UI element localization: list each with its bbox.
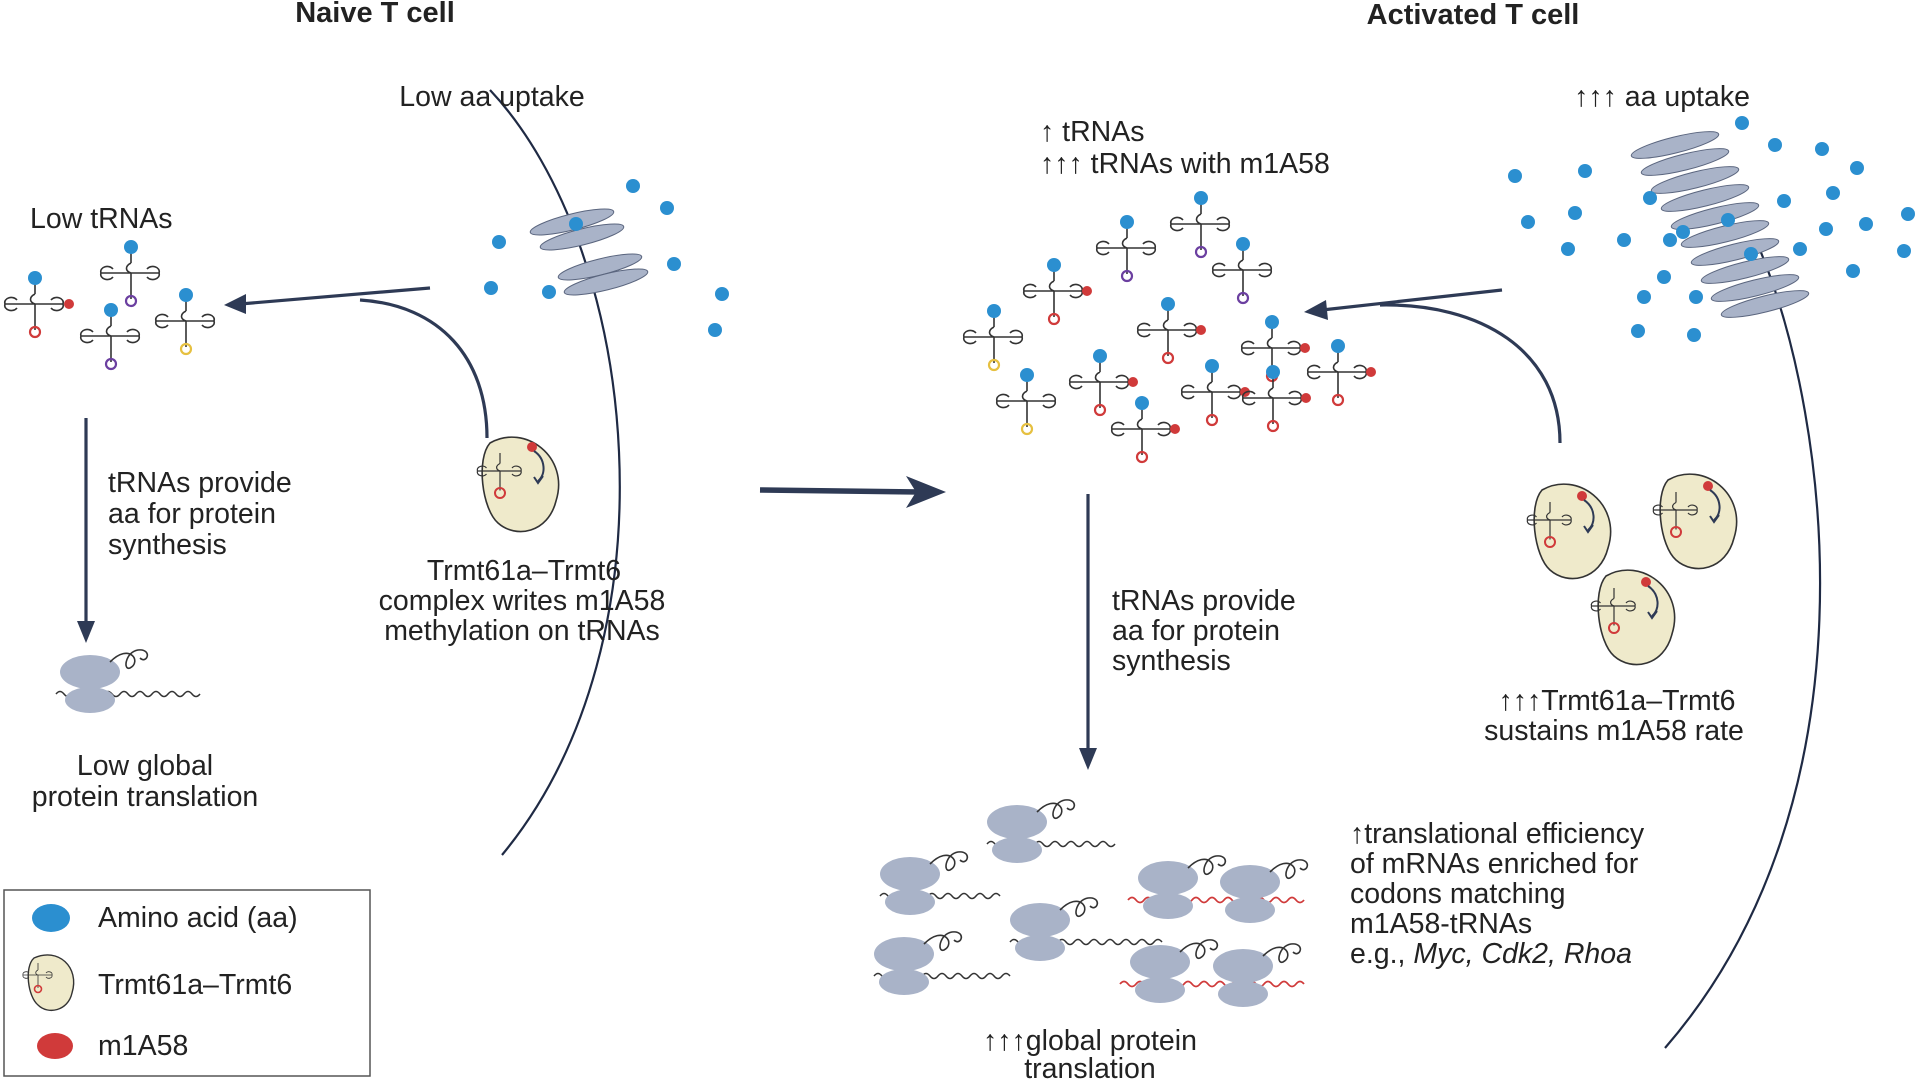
arrow-uptake-to-trnas-activated: [1321, 288, 1503, 312]
legend-enzyme-label: Trmt61a–Trmt6: [98, 969, 292, 1001]
trmt61a-trmt6-enzyme-activated-3: [1590, 569, 1676, 666]
legend-enzyme: [22, 954, 75, 1012]
ribosomes-activated: [873, 799, 1309, 1008]
svg-text:synthesis: synthesis: [108, 529, 227, 561]
amino-acids-naive: [484, 179, 729, 337]
svg-text:codons matching: codons matching: [1350, 878, 1565, 910]
svg-text:sustains m1A58 rate: sustains m1A58 rate: [1484, 715, 1744, 747]
arrow-enzyme-to-trnas-naive: [359, 298, 489, 439]
svg-text:aa for protein: aa for protein: [1112, 615, 1280, 647]
svg-text:↑↑↑global protein: ↑↑↑global protein: [983, 1025, 1197, 1057]
svg-text:↑↑↑ tRNAs with m1A58: ↑↑↑ tRNAs with m1A58: [1040, 148, 1330, 180]
arrow-uptake-to-trnas-naive: [239, 286, 431, 306]
aa-transporter-activated: [1630, 131, 1810, 318]
trmt61a-trmt6-enzyme-activated-1: [1526, 483, 1612, 580]
svg-text:aa for protein: aa for protein: [108, 498, 276, 530]
trnas-activated: [962, 191, 1376, 464]
svg-text:methylation on tRNAs: methylation on tRNAs: [384, 615, 660, 647]
svg-text:tRNAs provide: tRNAs provide: [108, 467, 292, 499]
trmt61a-trmt6-enzyme-naive: [476, 436, 560, 533]
label-naive-translation: Low global protein translation: [32, 750, 259, 813]
label-naive-trnas-provide: tRNAs provide aa for protein synthesis: [108, 467, 292, 561]
svg-text:e.g., Myc, Cdk2, Rhoa: e.g., Myc, Cdk2, Rhoa: [1350, 938, 1632, 970]
legend: Amino acid (aa) Trmt61a–Trmt6 m1A58: [3, 889, 371, 1077]
svg-text:protein translation: protein translation: [32, 781, 259, 813]
svg-text:↑↑↑Trmt61a–Trmt6: ↑↑↑Trmt61a–Trmt6: [1498, 685, 1735, 717]
label-low-trnas: Low tRNAs: [30, 203, 173, 235]
ribosome-naive: [55, 649, 201, 714]
title-naive-t-cell: Naive T cell: [295, 0, 455, 29]
svg-text:↑ tRNAs: ↑ tRNAs: [1040, 116, 1145, 148]
svg-text:complex writes m1A58: complex writes m1A58: [379, 585, 666, 617]
cell-membrane-activated: [1664, 249, 1822, 1049]
svg-text:translation: translation: [1024, 1053, 1156, 1080]
label-activated-trnas: ↑ tRNAs ↑↑↑ tRNAs with m1A58: [1040, 116, 1330, 180]
legend-m1a58: m1A58: [37, 1030, 188, 1062]
cell-membrane-naive: [489, 89, 621, 856]
label-naive-enzyme: Trmt61a–Trmt6 complex writes m1A58 methy…: [379, 555, 666, 647]
label-activated-translation: ↑↑↑global protein translation: [983, 1025, 1197, 1080]
legend-amino-acid: Amino acid (aa): [32, 902, 298, 934]
svg-text:↑translational efficiency: ↑translational efficiency: [1350, 818, 1645, 850]
arrow-enzyme-to-trnas-activated: [1379, 303, 1562, 444]
label-low-aa-uptake: Low aa uptake: [399, 81, 584, 113]
label-activated-trnas-provide: tRNAs provide aa for protein synthesis: [1112, 585, 1296, 677]
svg-text:Amino acid (aa): Amino acid (aa): [98, 902, 298, 934]
svg-text:m1A58: m1A58: [98, 1030, 188, 1062]
title-activated-t-cell: Activated T cell: [1367, 0, 1580, 31]
svg-text:Trmt61a–Trmt6: Trmt61a–Trmt6: [427, 555, 621, 587]
trmt61a-trmt6-enzyme-activated-2: [1652, 473, 1738, 570]
svg-text:Low global: Low global: [77, 750, 213, 782]
svg-text:m1A58-tRNAs: m1A58-tRNAs: [1350, 908, 1532, 940]
label-high-aa-uptake: ↑↑↑ aa uptake: [1574, 81, 1750, 113]
arrow-heads: [77, 294, 1328, 770]
label-activated-enzyme: ↑↑↑Trmt61a–Trmt6 sustains m1A58 rate: [1484, 685, 1744, 747]
trnas-naive: [3, 240, 216, 371]
label-translational-efficiency: ↑translational efficiency of mRNAs enric…: [1350, 818, 1645, 970]
arrow-naive-to-activated: [759, 487, 921, 495]
amino-acids-activated: [1508, 116, 1915, 342]
svg-text:synthesis: synthesis: [1112, 645, 1231, 677]
arrows: [84, 286, 1562, 758]
svg-text:tRNAs provide: tRNAs provide: [1112, 585, 1296, 617]
svg-text:of mRNAs enriched for: of mRNAs enriched for: [1350, 848, 1639, 880]
